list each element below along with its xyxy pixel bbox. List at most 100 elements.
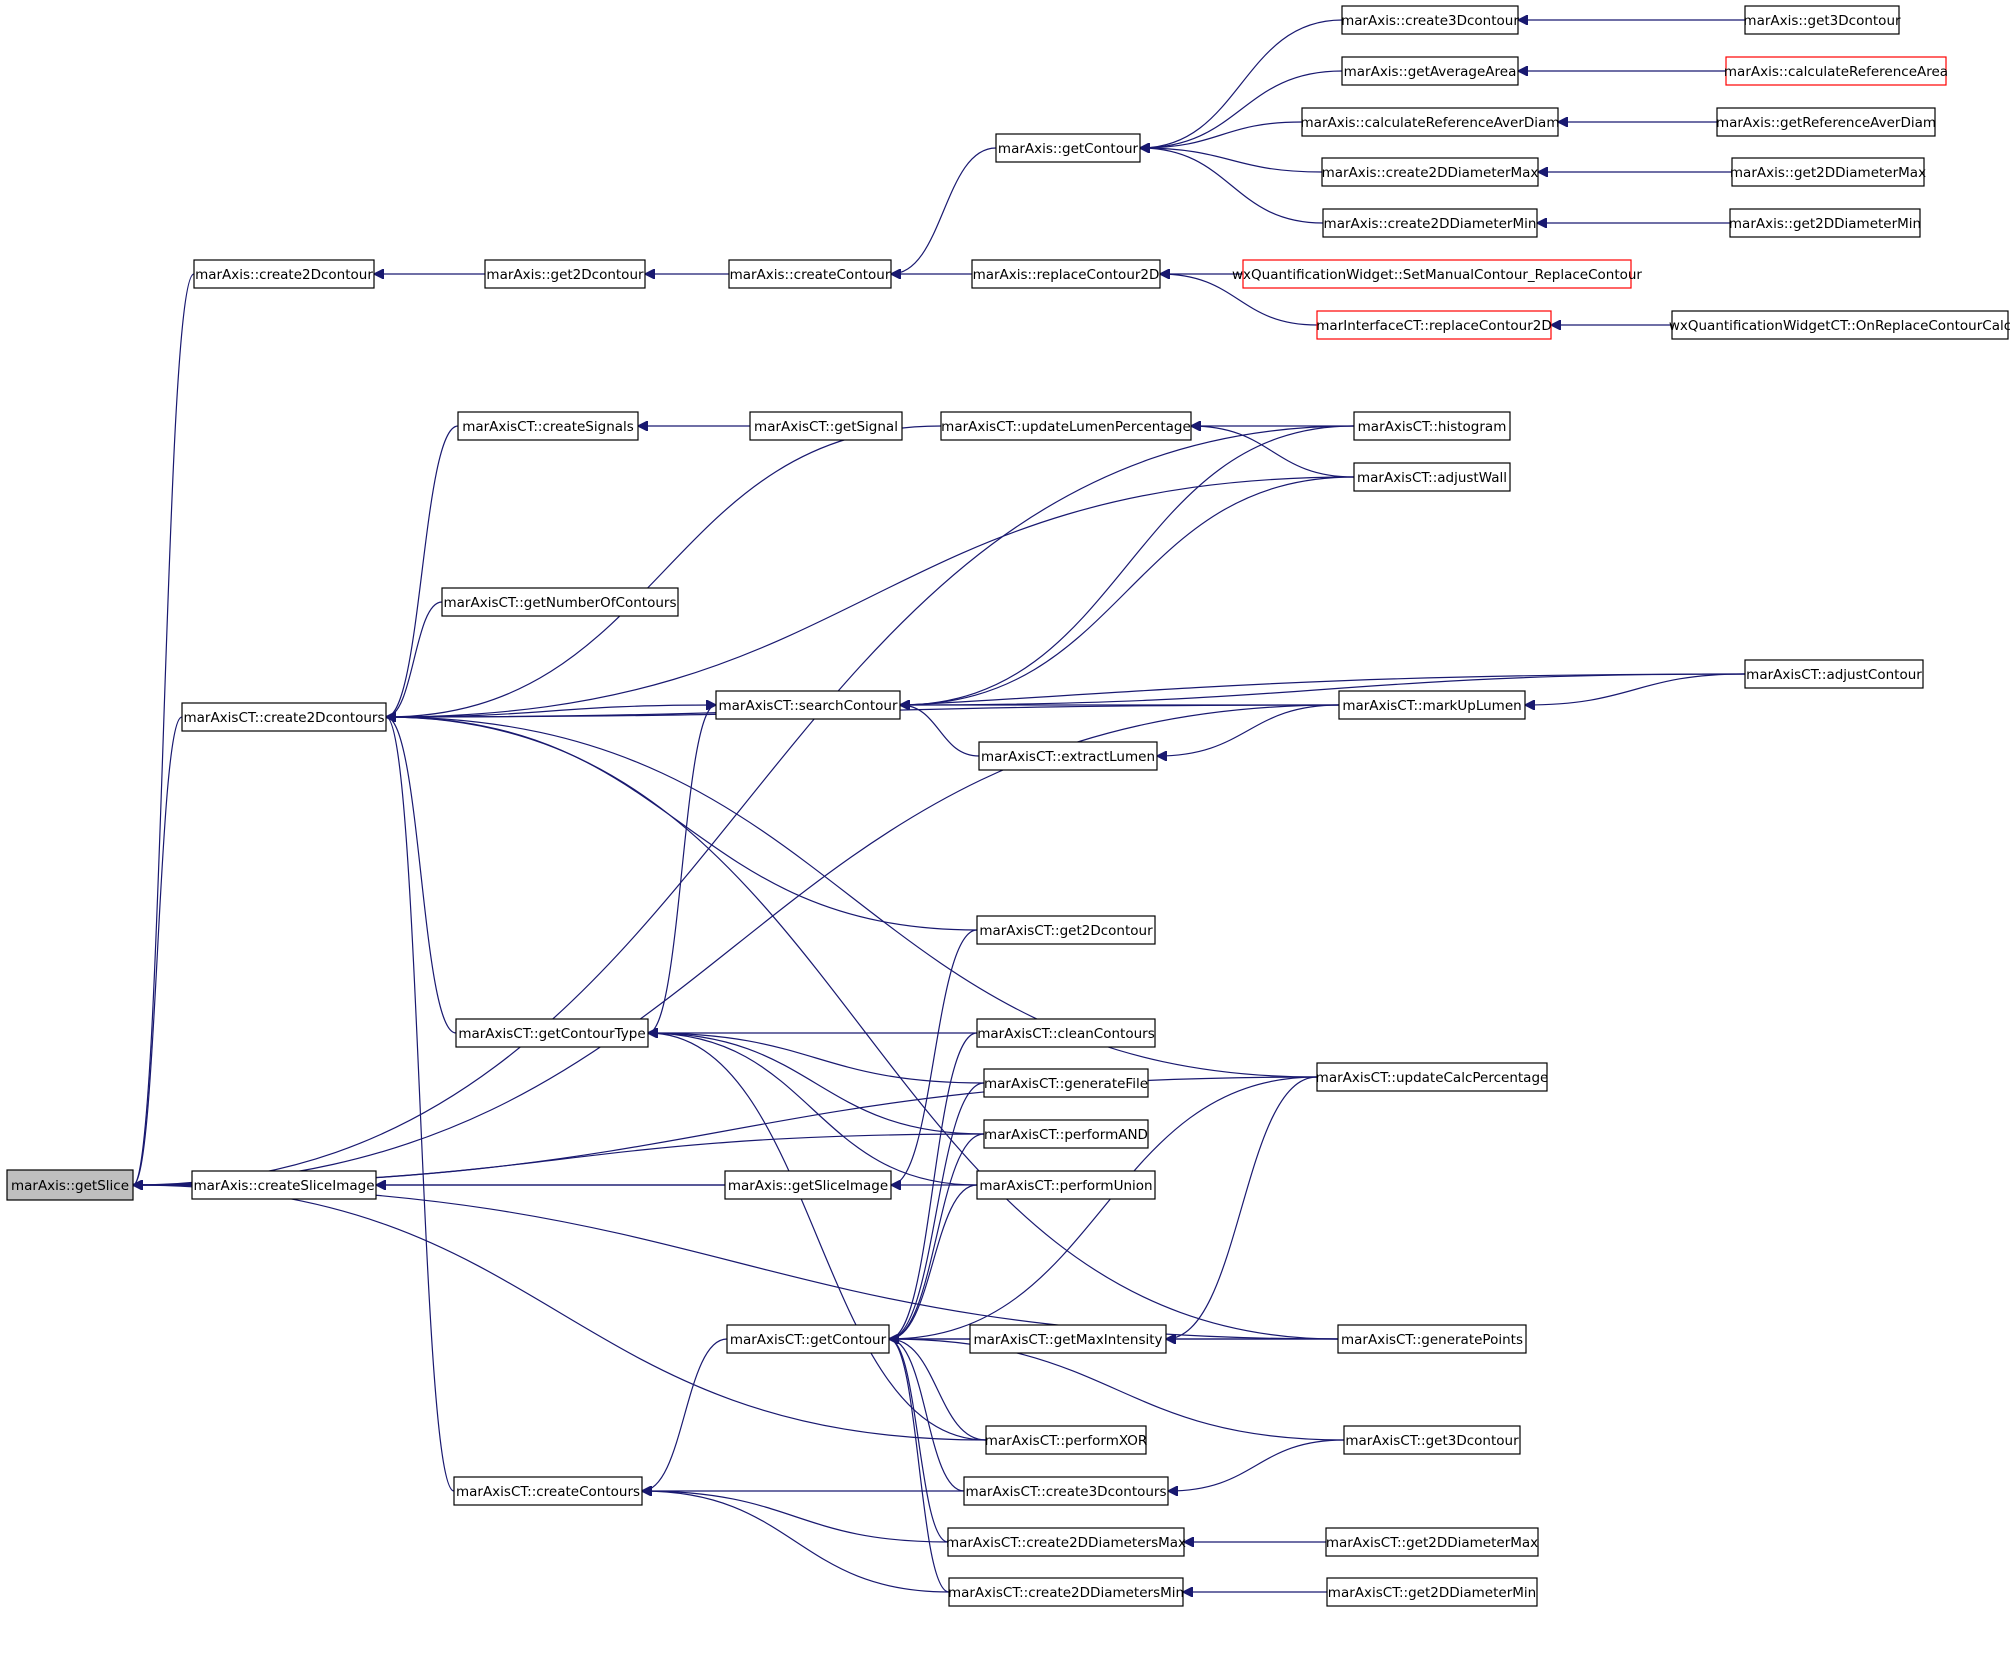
node-box[interactable] [1321,157,1539,187]
node-box[interactable] [1337,1324,1527,1354]
graph-node-get2-ddiam-min-ct[interactable]: marAxisCT::get2DDiameterMin [1326,1577,1538,1607]
node-box[interactable] [1731,157,1925,187]
node-box[interactable] [726,1324,890,1354]
graph-node-clean-contours[interactable]: marAxisCT::cleanContours [976,1018,1156,1048]
node-box[interactable] [193,259,375,289]
graph-node-create2-dcontour[interactable]: marAxis::create2Dcontour [193,259,375,289]
node-box[interactable] [1316,310,1552,340]
node-box[interactable] [976,1018,1156,1048]
node-box[interactable] [728,259,892,289]
graph-node-histogram[interactable]: marAxisCT::histogram [1353,411,1511,441]
graph-node-get-ref-aver-diam[interactable]: marAxis::getReferenceAverDiam [1716,107,1936,137]
graph-node-update-calc-pct[interactable]: marAxisCT::updateCalcPercentage [1316,1062,1549,1092]
graph-node-wx-set-manual[interactable]: wxQuantificationWidget::SetManualContour… [1232,259,1642,289]
graph-node-update-lumen-pct[interactable]: marAxisCT::updateLumenPercentage [940,411,1192,441]
graph-node-get-max-intensity[interactable]: marAxisCT::getMaxIntensity [969,1324,1167,1354]
graph-node-adjust-wall[interactable]: marAxisCT::adjustWall [1353,462,1511,492]
graph-node-wx-on-replace[interactable]: wxQuantificationWidgetCT::OnReplaceConto… [1669,310,2010,340]
graph-node-perform-union[interactable]: marAxisCT::performUnion [976,1170,1156,1200]
node-box[interactable] [1242,259,1632,289]
graph-node-generate-file[interactable]: marAxisCT::generateFile [983,1068,1149,1098]
node-box[interactable] [1301,107,1559,137]
graph-node-create2-ddiams-min[interactable]: marAxisCT::create2DDiametersMin [948,1577,1184,1607]
node-box[interactable] [983,1068,1149,1098]
graph-node-get2-ddiam-max-a[interactable]: marAxis::get2DDiameterMax [1730,157,1926,187]
graph-node-perform-xor[interactable]: marAxisCT::performXOR [985,1425,1148,1455]
node-box[interactable] [1326,1577,1538,1607]
node-box[interactable] [1671,310,2009,340]
node-box[interactable] [1341,5,1519,35]
node-box[interactable] [6,1169,134,1201]
node-box[interactable] [995,133,1141,163]
graph-node-mar-interface-replace[interactable]: marInterfaceCT::replaceContour2D [1316,310,1552,340]
node-box[interactable] [191,1170,377,1200]
node-box[interactable] [983,1119,1149,1149]
graph-node-get-signal[interactable]: marAxisCT::getSignal [749,411,903,441]
graph-node-get-number-of-contours[interactable]: marAxisCT::getNumberOfContours [441,587,679,617]
graph-node-get2-dcontour-a[interactable]: marAxis::get2Dcontour [484,259,646,289]
node-box[interactable] [1716,107,1936,137]
graph-node-create2-ddiams-max[interactable]: marAxisCT::create2DDiametersMax [946,1527,1186,1557]
graph-node-get3-dcontour-a[interactable]: marAxis::get3Dcontour [1743,5,1901,35]
node-box[interactable] [971,259,1161,289]
node-box[interactable] [940,411,1192,441]
graph-node-create-signals[interactable]: marAxisCT::createSignals [457,411,639,441]
graph-node-adjust-contour[interactable]: marAxisCT::adjustContour [1744,659,1924,689]
graph-node-get2-dcontour-ct[interactable]: marAxisCT::get2Dcontour [976,915,1156,945]
node-box[interactable] [181,702,387,732]
graph-node-search-contour[interactable]: marAxisCT::searchContour [715,690,901,720]
graph-node-extract-lumen[interactable]: marAxisCT::extractLumen [978,741,1158,771]
graph-node-get-slice[interactable]: marAxis::getSlice [6,1169,134,1201]
node-box[interactable] [976,1170,1156,1200]
node-box[interactable] [969,1324,1167,1354]
graph-node-perform-and[interactable]: marAxisCT::performAND [983,1119,1149,1149]
graph-node-get-contour-a[interactable]: marAxis::getContour [995,133,1141,163]
node-box[interactable] [978,741,1158,771]
node-box[interactable] [455,1018,649,1048]
graph-node-replace-contour2-d-a[interactable]: marAxis::replaceContour2D [971,259,1161,289]
node-box[interactable] [1744,659,1924,689]
graph-node-create3-dcontours[interactable]: marAxisCT::create3Dcontours [963,1476,1169,1506]
node-box[interactable] [1343,1425,1521,1455]
node-box[interactable] [749,411,903,441]
graph-node-get2-ddiam-max-ct[interactable]: marAxisCT::get2DDiameterMax [1325,1527,1539,1557]
graph-node-get-contour-type[interactable]: marAxisCT::getContourType [455,1018,649,1048]
node-box[interactable] [1316,1062,1548,1092]
node-box[interactable] [1341,56,1519,86]
node-box[interactable] [948,1577,1184,1607]
node-box[interactable] [1725,56,1947,86]
node-box[interactable] [963,1476,1169,1506]
node-box[interactable] [1338,690,1526,720]
node-box[interactable] [724,1170,892,1200]
graph-node-get-slice-image[interactable]: marAxis::getSliceImage [724,1170,892,1200]
node-box[interactable] [484,259,646,289]
node-box[interactable] [1729,208,1921,238]
graph-node-get2-ddiam-min-a[interactable]: marAxis::get2DDiameterMin [1729,208,1921,238]
graph-node-create2-ddiam-max[interactable]: marAxis::create2DDiameterMax [1321,157,1539,187]
node-box[interactable] [1322,208,1538,238]
graph-node-get-average-area[interactable]: marAxis::getAverageArea [1341,56,1519,86]
node-box[interactable] [985,1425,1147,1455]
graph-node-get-contour-ct[interactable]: marAxisCT::getContour [726,1324,890,1354]
graph-node-mark-up-lumen[interactable]: marAxisCT::markUpLumen [1338,690,1526,720]
node-box[interactable] [947,1527,1185,1557]
node-box[interactable] [1353,411,1511,441]
graph-node-create-slice-image[interactable]: marAxis::createSliceImage [191,1170,377,1200]
graph-node-create-contour[interactable]: marAxis::createContour [728,259,892,289]
node-box[interactable] [1353,462,1511,492]
graph-node-calc-ref-aver-diam[interactable]: marAxis::calculateReferenceAverDiam [1301,107,1560,137]
graph-node-create2-dcontours[interactable]: marAxisCT::create2Dcontours [181,702,387,732]
graph-node-create3-dcontour[interactable]: marAxis::create3Dcontour [1341,5,1519,35]
node-box[interactable] [976,915,1156,945]
node-box[interactable] [715,690,901,720]
node-box[interactable] [1744,5,1900,35]
graph-node-create-contours[interactable]: marAxisCT::createContours [453,1476,643,1506]
node-box[interactable] [1325,1527,1539,1557]
graph-node-calc-ref-area[interactable]: marAxis::calculateReferenceArea [1724,56,1948,86]
graph-node-get3-dcontour-ct[interactable]: marAxisCT::get3Dcontour [1343,1425,1521,1455]
node-box[interactable] [457,411,639,441]
graph-node-create2-ddiam-min[interactable]: marAxis::create2DDiameterMin [1322,208,1538,238]
graph-node-generate-points[interactable]: marAxisCT::generatePoints [1337,1324,1527,1354]
node-box[interactable] [453,1476,643,1506]
node-box[interactable] [441,587,679,617]
